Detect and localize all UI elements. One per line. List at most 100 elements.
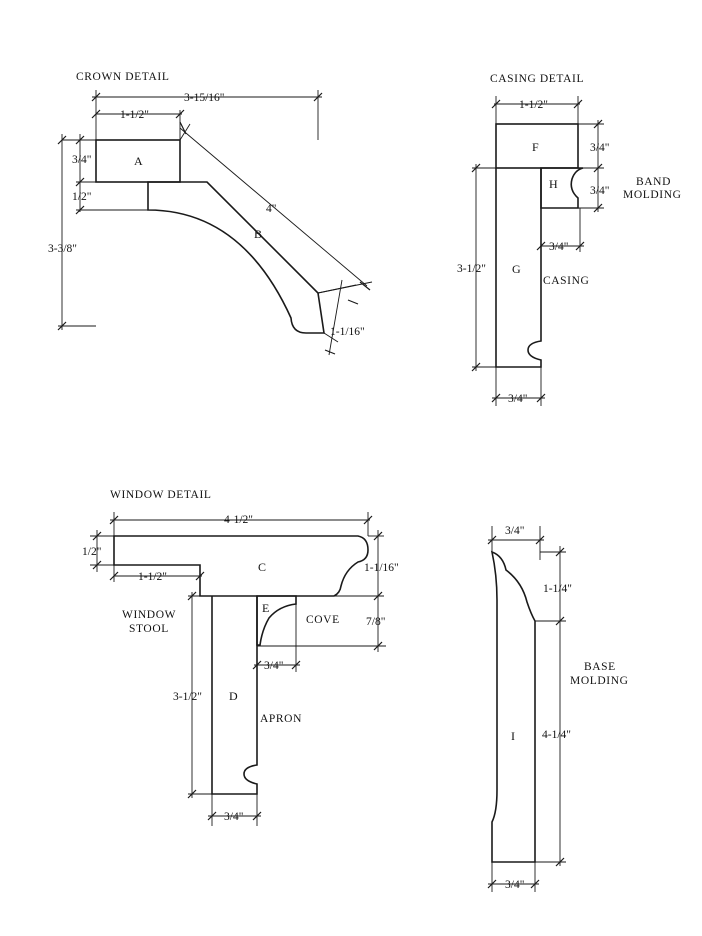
casing-part-g <box>495 168 542 368</box>
base-top-width-label: 3/4" <box>505 525 524 537</box>
crown-overall-height-label: 3-3/8" <box>48 243 77 255</box>
casing-g-width-label: 3/4" <box>508 393 527 405</box>
casing-label-g: G <box>512 262 521 276</box>
crown-ext-line <box>323 332 339 343</box>
crown-label-a: A <box>134 154 143 168</box>
window-label-d: D <box>229 689 238 703</box>
window-tick <box>195 571 205 581</box>
window-tick <box>363 515 373 525</box>
window-tick <box>373 531 383 541</box>
casing-tick <box>593 163 603 173</box>
casing-f-height-label: 3/4" <box>590 142 609 154</box>
window-tick <box>291 660 301 670</box>
window-label-c: C <box>258 560 266 574</box>
window-part-c <box>113 535 369 597</box>
casing-h-height-label: 3/4" <box>590 185 609 197</box>
crown-a-width-label: 1-1/2" <box>120 109 149 121</box>
crown-tick <box>313 92 323 102</box>
crown-tick <box>91 92 101 102</box>
casing-tick <box>575 241 585 251</box>
casing-tick <box>573 99 583 109</box>
casing-tick <box>491 99 501 109</box>
crown-overall-width-label: 3-15/16" <box>184 92 224 104</box>
casing-tick <box>536 393 546 403</box>
window-tick <box>92 560 102 570</box>
crown-ext-line <box>317 284 357 294</box>
base-tick <box>530 879 540 889</box>
window-e-width-label: 3/4" <box>264 660 283 672</box>
casing-tick <box>471 163 481 173</box>
crown-b-thickness-label: 1-1/16" <box>330 326 365 338</box>
window-tick <box>207 811 217 821</box>
crown-tick <box>91 109 101 119</box>
casing-tick <box>593 119 603 129</box>
casing-part-f <box>495 123 579 169</box>
base-tick <box>555 616 565 626</box>
crown-diagonal-line <box>179 127 368 287</box>
window-tick <box>252 811 262 821</box>
casing-g-height-label: 3-1/2" <box>457 263 486 275</box>
base-detail: I 3/4" 1-1/4" 4-1/4" 3/4" BASE MOLDING <box>487 525 629 892</box>
window-part-e <box>256 595 297 646</box>
casing-tick <box>471 362 481 372</box>
casing-part-h <box>540 167 584 209</box>
window-stool-label-line2: STOOL <box>129 623 169 635</box>
crown-label-b: B <box>254 227 262 241</box>
window-tick <box>187 591 197 601</box>
crown-detail: CROWN DETAIL A B 3-15/16" 1-1/2" 3/4" 1/… <box>48 71 373 356</box>
window-tick <box>373 641 383 651</box>
window-c-thickness-label: 1/2" <box>82 546 101 558</box>
base-label-i: I <box>511 729 515 743</box>
crown-a-height-label: 3/4" <box>72 154 91 166</box>
window-c-height-label: 1-1/16" <box>364 562 399 574</box>
crown-tick <box>324 349 336 355</box>
crown-tick <box>57 321 67 331</box>
window-part-d <box>211 596 258 795</box>
crown-diagonal-label: 4" <box>266 203 276 215</box>
apron-label: APRON <box>260 713 302 725</box>
crown-tick <box>359 281 371 291</box>
window-d-height-label: 3-1/2" <box>173 691 202 703</box>
casing-label-f: F <box>532 140 539 154</box>
crown-tick <box>347 299 359 305</box>
casing-label-h: H <box>549 177 558 191</box>
base-molding-label-line2: MOLDING <box>570 675 629 687</box>
casing-h-width-label: 3/4" <box>549 241 568 253</box>
base-tick <box>487 879 497 889</box>
base-bottom-width-label: 3/4" <box>505 879 524 891</box>
window-tick <box>373 591 383 601</box>
window-e-height-label: 7/8" <box>366 616 385 628</box>
window-tick <box>252 660 262 670</box>
band-molding-label-line2: MOLDING <box>623 189 682 201</box>
base-tick <box>535 535 545 545</box>
casing-tick <box>593 203 603 213</box>
casing-f-width-label: 1-1/2" <box>519 99 548 111</box>
base-tick <box>555 547 565 557</box>
window-tick <box>187 789 197 799</box>
window-c-width-label: 4-1/2" <box>224 514 253 526</box>
cove-label: COVE <box>306 614 340 626</box>
band-molding-label-line1: BAND <box>636 176 671 188</box>
crown-part-a <box>95 139 181 183</box>
crown-tick <box>57 135 67 145</box>
casing-label: CASING <box>543 275 589 287</box>
crown-b-thickness-line <box>328 279 343 356</box>
crown-tick <box>179 121 187 135</box>
casing-detail: CASING DETAIL F H G 1-1/2" 3/4" 3/4" 3/4… <box>457 73 682 406</box>
window-d-width-label: 3/4" <box>224 811 243 823</box>
crown-detail-title: CROWN DETAIL <box>76 71 169 83</box>
base-part-i <box>490 550 536 863</box>
casing-tick <box>536 241 546 251</box>
window-stool-label-line1: WINDOW <box>122 609 176 621</box>
base-tick <box>555 857 565 867</box>
window-tick <box>92 531 102 541</box>
base-tick <box>487 535 497 545</box>
crown-tick <box>175 109 185 119</box>
crown-tick <box>75 205 85 215</box>
casing-detail-title: CASING DETAIL <box>490 73 584 85</box>
casing-tick <box>491 393 501 403</box>
crown-tick <box>75 135 85 145</box>
window-detail: WINDOW DETAIL C E D 4-1/2" 1/2" 1-1/2" <box>82 489 399 826</box>
